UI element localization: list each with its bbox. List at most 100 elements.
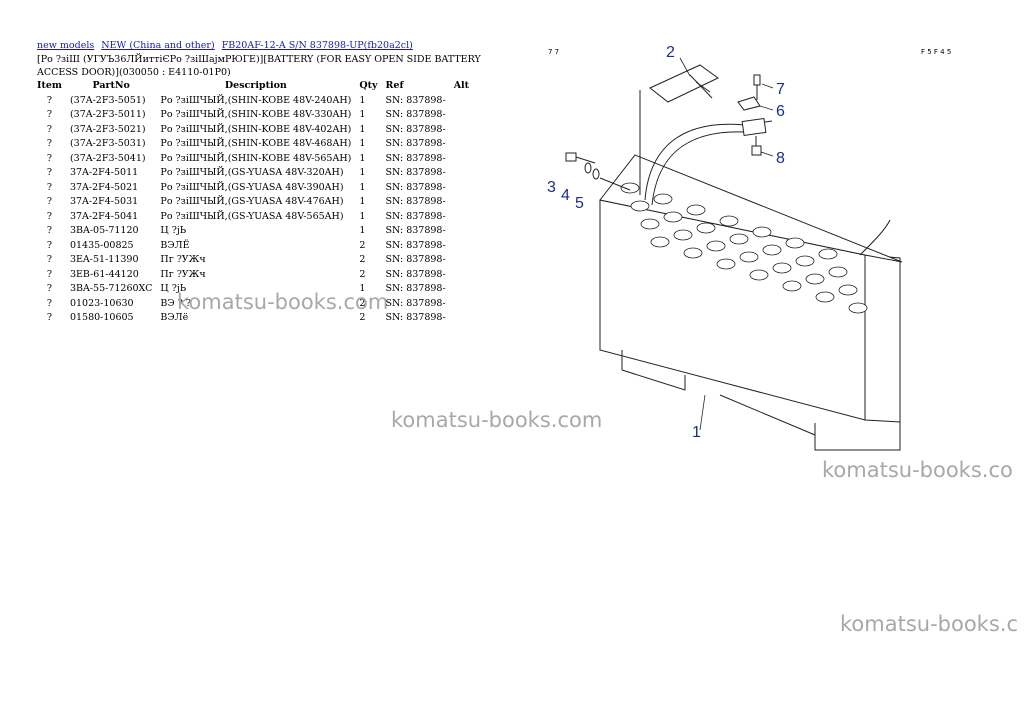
callout-5: 5 [575, 195, 584, 212]
cell-alt [450, 137, 478, 152]
battery-cell-terminal [640, 218, 660, 230]
cell-alt [450, 209, 478, 224]
cell-ref: SN: 837898- [385, 181, 446, 193]
cell-item: ? [46, 181, 53, 193]
battery-cell-terminal [683, 247, 703, 259]
battery-cell-terminal [818, 248, 838, 260]
cell-alt [450, 93, 478, 108]
battery-cell-terminal [785, 237, 805, 249]
cell-partno: (37A-2F3-5031) [69, 138, 146, 150]
cell-description: Пг ?УЖч [160, 254, 206, 266]
battery-cell-terminal [848, 302, 868, 314]
table-row: ?(37A-2F3-5021)Ро ?зіШЧЫЙ,(SHIN-KOBE 48V… [37, 122, 478, 137]
cell-qty: 1 [359, 181, 366, 193]
battery-cell-terminal [706, 240, 726, 252]
cell-item: ? [46, 94, 53, 106]
cell-qty: 1 [359, 167, 366, 179]
cell-ref: SN: 837898- [385, 94, 446, 106]
cell-partno: 3BA-05-71120 [69, 225, 139, 237]
table-row: ? (37A-2F3-5051) Ро ?зіШЧЫЙ,(SHIN-KOBE 48V… [37, 93, 478, 108]
cell-ref: SN: 837898- [385, 297, 446, 309]
breadcrumb-link-region[interactable]: NEW (China and other) [101, 40, 215, 51]
battery-cell-terminal [620, 182, 640, 194]
cell-description: Ро ?зіШЧЫЙ,(SHIN-KOBE 48V-402AH) [160, 123, 352, 135]
callout-6: 6 [776, 103, 785, 120]
cell-partno: 01023-10630 [69, 297, 134, 309]
cell-item: ? [46, 152, 53, 164]
cell-alt [450, 253, 478, 268]
watermark: komatsu-books.com [391, 408, 603, 432]
diagram-corner-label-left: 7 7 [548, 48, 560, 56]
cell-item: ? [46, 167, 53, 179]
cell-alt [450, 282, 478, 297]
cell-description: Ро ?зіШЧЫЙ,(SHIN-KOBE 48V-240AH) [160, 94, 352, 106]
cell-qty: 1 [359, 123, 366, 135]
battery-cable [644, 117, 891, 256]
cell-alt [450, 267, 478, 282]
bracket-part [639, 64, 719, 195]
cell-ref: SN: 837898- [385, 152, 446, 164]
battery-cell-terminal [719, 215, 739, 227]
cell-qty: 2 [359, 312, 366, 324]
callout-2: 2 [666, 44, 675, 61]
cell-qty: 1 [359, 210, 366, 222]
battery-cell-terminal [630, 200, 650, 212]
cell-qty: 2 [359, 254, 366, 266]
diagram-corner-label-right: F 5 F 4 5 [921, 48, 952, 56]
cell-partno: 01580-10605 [69, 312, 134, 324]
callout-7: 7 [776, 81, 785, 98]
table-row: ?(37A-2F3-5031)Ро ?зіШЧЫЙ,(SHIN-KOBE 48V… [37, 137, 478, 152]
cell-ref: SN: 837898- [385, 109, 446, 121]
cell-description: ВЭЛЁ [160, 239, 190, 251]
battery-cell-terminal [696, 222, 716, 234]
battery-cells [620, 182, 868, 314]
header-ref: Ref [385, 79, 404, 91]
cell-partno: 3EB-61-44120 [69, 268, 139, 280]
battery-cell-terminal [772, 262, 792, 274]
breadcrumb-link-model[interactable]: FB20AF-12-A S/N 837898-UP(fb20a2cl) [221, 40, 413, 51]
cell-ref: SN: 837898- [385, 283, 446, 295]
watermark: komatsu-books.co [822, 458, 1013, 482]
cell-item: ? [46, 123, 53, 135]
breadcrumb-link-new-models[interactable]: new models [37, 40, 95, 51]
cell-partno: 37A-2F4-5011 [69, 167, 139, 179]
battery-cell-terminal [805, 273, 825, 285]
cell-partno: 37A-2F4-5031 [69, 196, 139, 208]
cell-item: ? [46, 239, 53, 251]
cell-ref: SN: 837898- [385, 268, 446, 280]
battery-cell-terminal [795, 255, 815, 267]
cell-alt [450, 151, 478, 166]
cell-ref: SN: 837898- [385, 196, 446, 208]
callout-1: 1 [692, 424, 701, 441]
battery-cell-terminal [762, 244, 782, 256]
header-description: Description [224, 79, 287, 91]
cell-description: Ро ?зіШЧЫЙ,(GS-YUASA 48V-390AH) [160, 181, 344, 193]
cell-qty: 1 [359, 138, 366, 150]
cell-item: ? [46, 283, 53, 295]
cell-partno: (37A-2F3-5051) [69, 94, 146, 106]
cell-qty: 2 [359, 297, 366, 309]
cell-ref: SN: 837898- [385, 138, 446, 150]
cell-item: ? [46, 196, 53, 208]
cell-alt [450, 224, 478, 239]
cell-item: ? [46, 297, 53, 309]
cell-alt [450, 238, 478, 253]
cell-description: Ро ?зіШЧЫЙ,(SHIN-KOBE 48V-565AH) [160, 152, 352, 164]
cell-partno: (37A-2F3-5011) [69, 109, 146, 121]
cell-qty: 2 [359, 268, 366, 280]
cell-alt [450, 180, 478, 195]
watermark: komatsu-books.com [177, 290, 389, 314]
bolt-washers [565, 152, 631, 191]
callout-8: 8 [776, 150, 785, 167]
cell-description: ВЭЛё [160, 312, 189, 324]
breadcrumb: new models NEW (China and other) FB20AF-… [37, 40, 417, 51]
parts-table-body: ? (37A-2F3-5051) Ро ?зіШЧЫЙ,(SHIN-KOBE 48V… [37, 93, 478, 325]
watermark: komatsu-books.c [840, 612, 1018, 636]
cell-ref: SN: 837898- [385, 239, 446, 251]
cell-description: ВЭ ? ? [160, 297, 191, 309]
